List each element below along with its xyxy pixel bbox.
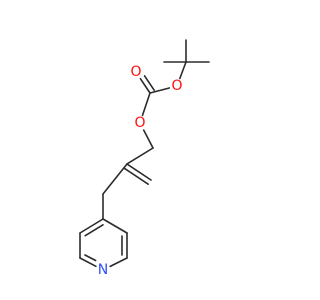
bond-o_ether2-ch2_o <box>142 129 154 149</box>
bond-c_alkene-ch2_term-second-line <box>123 167 149 185</box>
bond-c_carbonyl-o_carbonyl-second-line <box>143 75 155 91</box>
molecule-structure-diagram: O O O N <box>79 39 210 278</box>
bond-py_n-py_c6 <box>109 257 128 268</box>
bond-py_c2-py_n-second-line <box>84 254 97 262</box>
bond-cq-o_ether1 <box>179 61 187 80</box>
atom-label-o_ether2: O <box>134 115 145 131</box>
atom-labels-layer: O O O N <box>98 64 183 278</box>
bond-c_carbonyl-o_carbonyl <box>139 77 151 94</box>
bonds-layer <box>79 39 210 268</box>
bond-py_c5-py_c4 <box>102 218 128 234</box>
bond-ch2_o-c_alkene <box>126 147 154 165</box>
bond-c_carbonyl-o_ether2 <box>141 92 151 117</box>
bond-py_c2-py_n <box>79 257 97 268</box>
bond-py_c4-py_c3 <box>79 218 104 234</box>
bond-py_c4-py_c3-second-line <box>84 224 104 237</box>
bond-c_alkene-ch2_term <box>126 163 152 181</box>
bond-o_ether1-c_carbonyl <box>149 87 171 94</box>
atom-label-o_carbonyl: O <box>130 64 141 80</box>
bond-c_alkene-ch2_link <box>102 163 128 195</box>
atom-label-o_ether1: O <box>171 78 182 94</box>
atom-label-py_n: N <box>98 262 108 278</box>
